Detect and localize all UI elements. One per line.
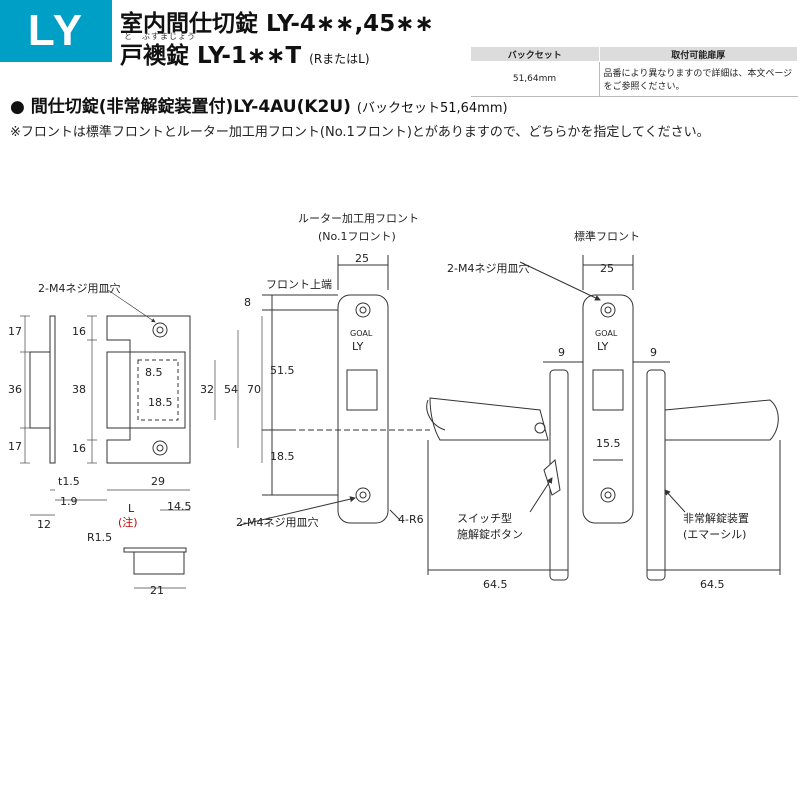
subtitle-main: 戸襖錠 LY-1∗∗T xyxy=(120,43,302,69)
strike-dim-17b: 17 xyxy=(8,440,22,453)
router-dim-8: 8 xyxy=(244,296,251,309)
lever-length-right: 64.5 xyxy=(700,578,725,591)
strike-dim-16a: 16 xyxy=(72,325,86,338)
strike-hole-label: 2-M4ネジ用皿穴 xyxy=(38,281,120,295)
strike-dim-8-5: 8.5 xyxy=(145,366,163,379)
emergency-label-2: (エマーシル) xyxy=(683,528,746,541)
router-brand: GOAL xyxy=(350,329,373,338)
spec-table: バックセット 取付可能扉厚 51,64mm 品番により異なりますので詳細は、本文… xyxy=(470,46,798,97)
standard-front-title: 標準フロント xyxy=(574,229,640,243)
router-front xyxy=(239,255,430,526)
spec-header-door-thickness: 取付可能扉厚 xyxy=(598,46,798,62)
product-name: ● 間仕切錠(非常解錠装置付)LY-4AU(K2U) xyxy=(10,97,351,117)
emergency-label-1: 非常解錠装置 xyxy=(683,511,749,525)
spec-cell-door-thickness: 品番により異なりますので詳細は、本文ページをご参照ください。 xyxy=(599,61,798,97)
router-model: LY xyxy=(352,340,364,353)
strike-dim-54: 54 xyxy=(224,383,238,396)
strike-dim-38: 38 xyxy=(72,383,86,396)
switch-label-2: 施解錠ボタン xyxy=(457,527,523,541)
product-backset: (バックセット51,64mm) xyxy=(356,101,508,116)
standard-front-width: 25 xyxy=(600,262,614,275)
strike-width: 21 xyxy=(150,584,164,597)
strike-dimensions xyxy=(20,289,263,589)
router-front-width: 25 xyxy=(355,252,369,265)
strike-dim-29: 29 xyxy=(151,475,165,488)
lever-dim-9-right: 9 xyxy=(650,346,657,359)
page-title: 室内間仕切錠 LY-4∗∗,45∗∗ xyxy=(120,11,434,37)
strike-note-mark: (注) xyxy=(118,515,138,529)
strike-dim-t1-5: t1.5 xyxy=(58,475,80,488)
standard-hole-label: 2-M4ネジ用皿穴 xyxy=(447,261,529,275)
strike-plate xyxy=(29,315,191,575)
router-front-title: ルーター加工用フロント xyxy=(298,212,419,225)
strike-dim-L: L xyxy=(128,502,135,515)
subtitle-suffix: (RまたはL) xyxy=(309,52,370,66)
switch-label-1: スイッチ型 xyxy=(457,511,512,525)
router-hole-label: 2-M4ネジ用皿穴 xyxy=(236,515,318,529)
strike-dim-70: 70 xyxy=(247,383,261,396)
product-line: ● 間仕切錠(非常解錠装置付)LY-4AU(K2U) (バックセット51,64m… xyxy=(10,92,508,117)
lever-length-left: 64.5 xyxy=(483,578,508,591)
standard-brand: GOAL xyxy=(595,329,618,338)
spec-cell-backset: 51,64mm xyxy=(470,61,600,97)
lever-dim-15-5: 15.5 xyxy=(596,437,621,450)
strike-dim-36: 36 xyxy=(8,383,22,396)
front-note: ※フロントは標準フロントとルーター加工用フロント(No.1フロント)とがあります… xyxy=(10,125,710,140)
strike-dim-18-5: 18.5 xyxy=(148,396,173,409)
strike-dim-14-5: 14.5 xyxy=(167,500,192,513)
router-dim-51-5: 51.5 xyxy=(270,364,295,377)
strike-radius: R1.5 xyxy=(87,531,112,544)
title-ruby: と ぶすまじょう xyxy=(124,32,196,41)
series-badge: LY xyxy=(0,0,112,62)
router-dim-18-5: 18.5 xyxy=(270,450,295,463)
strike-dim-12: 12 xyxy=(37,518,51,531)
strike-dim-17a: 17 xyxy=(8,325,22,338)
strike-dim-32: 32 xyxy=(200,383,214,396)
router-front-subtitle: (No.1フロント) xyxy=(318,230,396,243)
lever-dim-9-left: 9 xyxy=(558,346,565,359)
router-radius: 4-R6 xyxy=(398,513,424,526)
standard-model: LY xyxy=(597,340,609,353)
page-subtitle: 戸襖錠 LY-1∗∗T (RまたはL) xyxy=(120,36,370,70)
lever-assembly xyxy=(426,255,781,581)
router-front-top: フロント上端 xyxy=(266,278,332,291)
strike-dim-16b: 16 xyxy=(72,442,86,455)
spec-header-backset: バックセット xyxy=(470,46,600,62)
strike-dim-1-9: 1.9 xyxy=(60,495,78,508)
